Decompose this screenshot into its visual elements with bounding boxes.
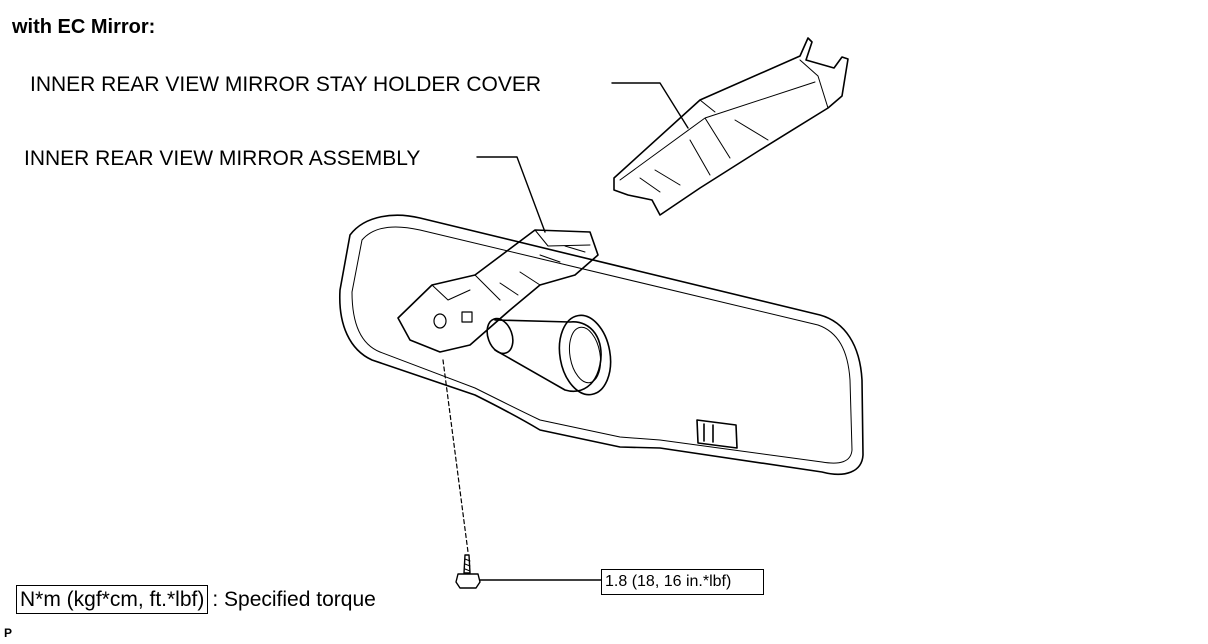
leader-assembly (476, 156, 546, 233)
legend-unit-box: N*m (kgf*cm, ft.*lbf) (16, 585, 209, 614)
screw-axis (442, 359, 469, 553)
mirror-inner-edge (351, 226, 853, 464)
section-heading: with EC Mirror: (12, 16, 156, 38)
callout-mirror-assembly: INNER REAR VIEW MIRROR ASSEMBLY (24, 147, 421, 170)
mirror-body (339, 214, 864, 476)
stay-holder-cover (613, 37, 849, 216)
screw (463, 554, 471, 574)
callout-stay-holder-cover: INNER REAR VIEW MIRROR STAY HOLDER COVER (30, 73, 542, 96)
torque-legend: N*m (kgf*cm, ft.*lbf): Specified torque (16, 585, 376, 614)
stem-end (486, 317, 514, 355)
stem-base (558, 314, 612, 396)
figure-code: P (4, 626, 13, 640)
torque-value-box: 1.8 (18, 16 in.*lbf) (601, 569, 764, 595)
legend-description: : Specified torque (212, 588, 376, 611)
sensor-window (696, 419, 738, 449)
leader-cover (611, 82, 689, 129)
